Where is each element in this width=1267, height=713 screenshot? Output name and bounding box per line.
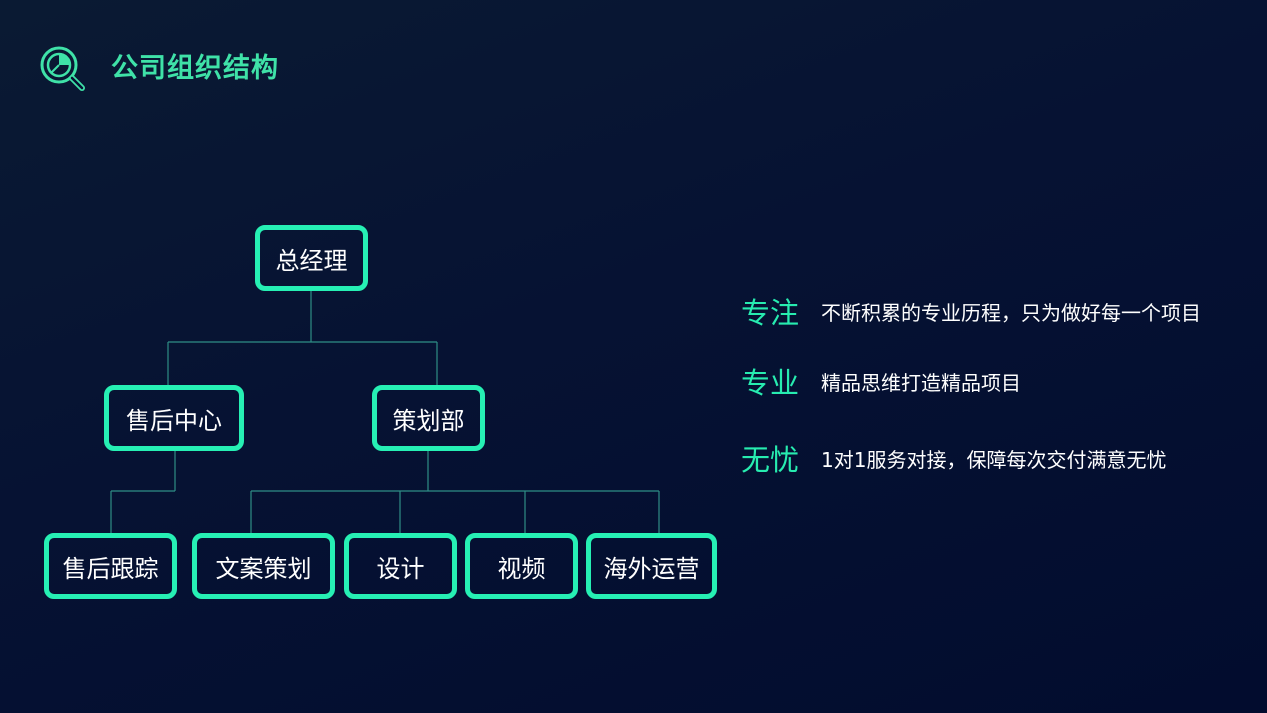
org-node-after-sales-tracking[interactable]: 售后跟踪: [44, 533, 177, 599]
org-node-design[interactable]: 设计: [344, 533, 457, 599]
page-title: 公司组织结构: [111, 53, 279, 84]
org-node-planning-dept[interactable]: 策划部: [372, 385, 485, 451]
feature-key: 无忧: [741, 443, 800, 477]
feature-professional: 专业 精品思维打造精品项目: [741, 366, 1021, 400]
org-node-video[interactable]: 视频: [465, 533, 578, 599]
magnifier-chart-icon: [40, 46, 85, 91]
feature-desc: 不断积累的专业历程，只为做好每一个项目: [821, 301, 1201, 325]
org-node-copywriting[interactable]: 文案策划: [192, 533, 335, 599]
org-node-after-sales-center[interactable]: 售后中心: [104, 385, 244, 451]
feature-desc: 精品思维打造精品项目: [821, 371, 1021, 395]
feature-worry-free: 无忧 1对1服务对接，保障每次交付满意无忧: [741, 443, 1166, 477]
feature-focus: 专注 不断积累的专业历程，只为做好每一个项目: [741, 296, 1201, 330]
feature-key: 专注: [741, 296, 800, 330]
org-node-overseas-operations[interactable]: 海外运营: [586, 533, 717, 599]
feature-key: 专业: [741, 366, 800, 400]
feature-desc: 1对1服务对接，保障每次交付满意无忧: [821, 448, 1167, 472]
org-node-general-manager[interactable]: 总经理: [255, 225, 368, 291]
